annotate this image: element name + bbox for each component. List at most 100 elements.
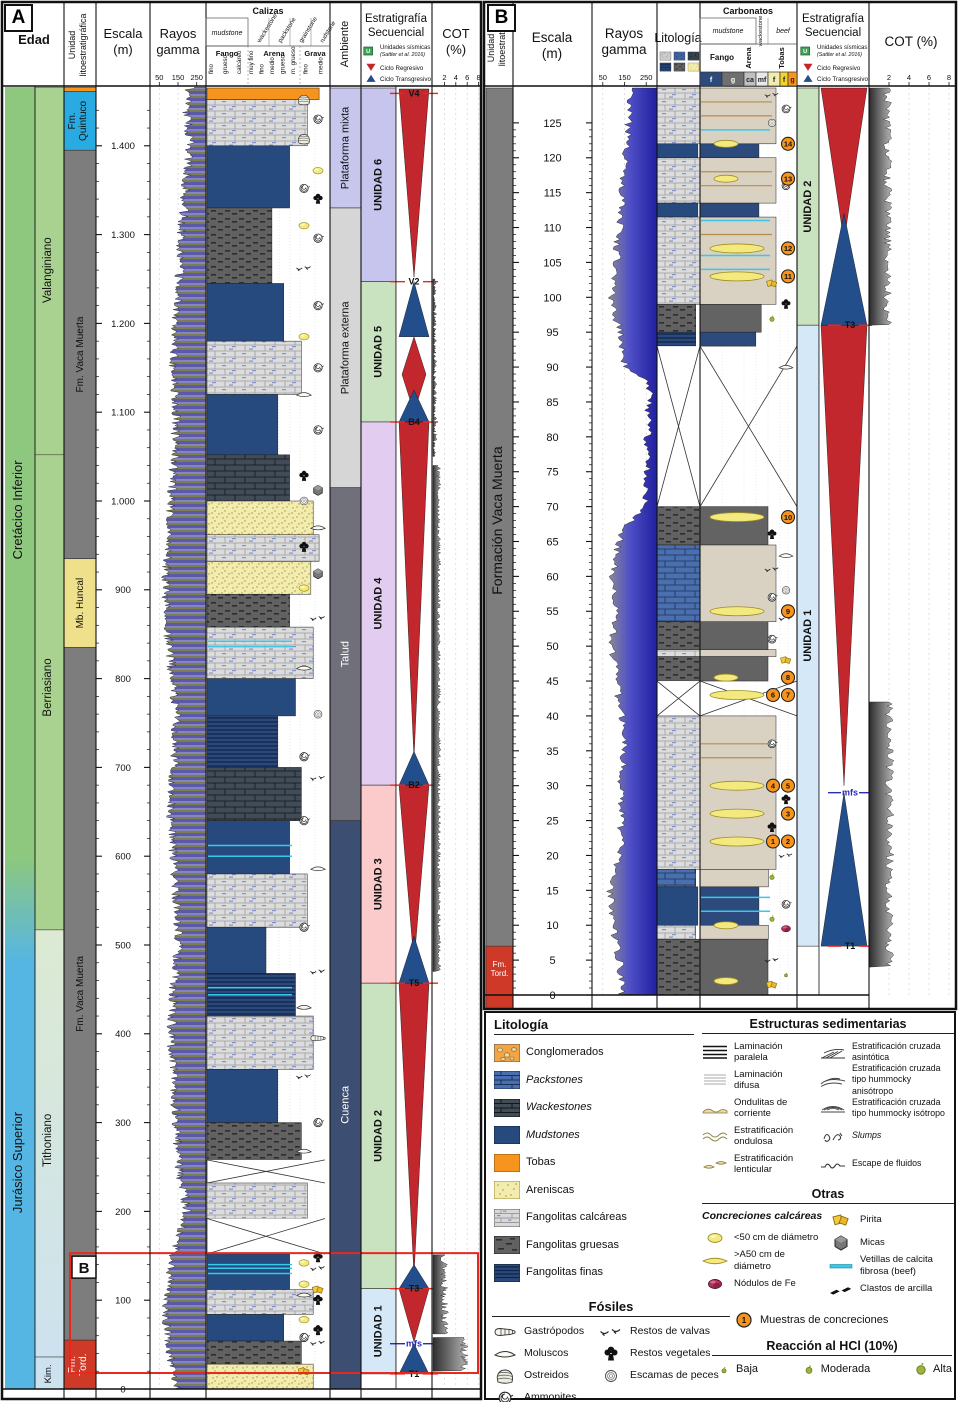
svg-text:13: 13 [784,174,792,183]
svg-text:60: 60 [546,571,558,583]
svg-text:11: 11 [784,272,792,281]
packstones-icon [494,1071,520,1090]
legend-item-label: Gastrópodos [524,1325,585,1338]
svg-text:400: 400 [115,1029,131,1040]
svg-text:Unidad: Unidad [486,34,496,63]
svg-text:gamma: gamma [601,42,647,57]
svg-text:300: 300 [115,1118,131,1129]
legend-hcl-Baja: Baja [712,1360,758,1378]
svg-text:8: 8 [786,673,790,682]
svg-text:55: 55 [546,606,558,618]
sample-circle-2: 2 [780,834,796,849]
valva-icon [296,1074,311,1080]
svg-text:800: 800 [115,674,131,685]
legend-item-nodulo: Nódulos de Fe [702,1272,828,1295]
svg-text:4: 4 [454,73,458,82]
molusco-icon [493,1351,517,1358]
legend-item-label: Pirita [860,1213,882,1225]
svg-text:900: 900 [115,585,131,596]
svg-text:Grava: Grava [304,49,326,58]
legend-item-label: Nódulos de Fe [734,1277,796,1289]
legend-item-mudstones: Mudstones [494,1122,694,1150]
svg-text:Ciclo Transgresivo: Ciclo Transgresivo [817,76,868,83]
svg-text:grainstone: grainstone [298,15,320,44]
legend-item-humm_aniso: Estratificación cruzada tipo hummocky an… [820,1063,954,1096]
vegetal-icon [299,470,309,481]
svg-text:0: 0 [120,1384,125,1395]
ciclo_reg-icon [803,63,813,71]
svg-text:Unidades sísmicas: Unidades sísmicas [817,45,867,51]
legend-item-ondulitas: Ondulitas de corriente [702,1094,820,1122]
swatch-gruesa [673,62,686,72]
svg-text:medio: medio [318,57,325,74]
svg-text:Berriasiano: Berriasiano [42,658,54,716]
legend-item-gastropodo: Gastrópodos [492,1321,598,1343]
svg-text:UNIDAD 6: UNIDAD 6 [373,159,385,211]
legend-item-slumps: Slumps [820,1122,954,1150]
legend-item-label: Restos de valvas [630,1325,710,1338]
legend-item-fang_fin: Fangolitas finas [494,1259,694,1287]
svg-text:8: 8 [477,73,481,82]
ammonite-icon [781,899,792,909]
legend-item-label: Slumps [852,1130,882,1141]
svg-text:0: 0 [549,990,555,1002]
legend-item-label: Packstones [526,1073,583,1086]
legend-item-clastos: Clastos de arcilla [828,1277,954,1300]
valva-icon [310,1340,325,1346]
conc_s-icon [298,333,310,341]
svg-text:UNIDAD 5: UNIDAD 5 [373,326,385,378]
legend-item-label: Vetillas de calcita fibrosa (beef) [860,1254,933,1277]
svg-text:m. grueso: m. grueso [290,46,297,74]
svg-text:mudstone: mudstone [212,30,243,37]
sample-circle-6: 6 [765,687,781,703]
svg-text:Tord.: Tord. [78,1353,89,1375]
svg-text:200: 200 [115,1207,131,1218]
gamma-column-b [602,87,658,996]
svg-text:14: 14 [784,140,793,149]
legend-item-label: Tobas [526,1156,556,1168]
legend-item-estrat_ond: Estratificación ondulosa [702,1122,820,1150]
svg-text:UNIDAD 3: UNIDAD 3 [373,858,385,910]
legend-item-label: Micas [860,1236,885,1248]
svg-text:f: f [773,77,776,84]
svg-text:Mb. Huncal: Mb. Huncal [75,578,86,629]
svg-text:calcáreo: calcáreo [236,50,243,74]
legend-item-label: Ostreidos [524,1369,569,1382]
ammonite-icon [767,739,778,749]
nodulo-icon [781,925,791,933]
svg-text:50: 50 [546,641,558,653]
valva-icon [310,775,325,781]
sample-circle-icon: 1 [734,1311,754,1329]
legend-item-label: Wackestones [526,1101,592,1113]
sample-circle-9: 9 [780,604,796,619]
svg-text:2: 2 [786,837,790,846]
legend-item-label: Laminación paralela [734,1040,783,1064]
svg-text:1.400: 1.400 [111,141,135,152]
molusco-icon [296,1148,312,1154]
legend-muestras-label: Muestras de concreciones [760,1314,889,1326]
legend-concreciones-title: Concreciones calcáreas [702,1210,823,1222]
conc_l-icon [702,1257,728,1264]
conc_s-icon [298,1280,310,1288]
svg-text:rudstone: rudstone [319,19,338,44]
ciclo_trans-icon [803,74,813,82]
svg-text:Formación Vaca Muerta: Formación Vaca Muerta [489,446,505,595]
valva-icon [764,958,779,963]
lam_par-icon [703,1045,727,1059]
panel-a-label: A [4,4,33,32]
svg-text:2: 2 [887,73,891,82]
legend-item-beef: Vetillas de calcita fibrosa (beef) [828,1254,954,1277]
legend-otras: Otras Concreciones calcáreas<50 cm de di… [702,1187,954,1300]
swatch-packstone [673,51,686,61]
legend-item-label: <50 cm de diámetro [734,1231,819,1243]
vegetal-icon [781,794,791,805]
legend-estructuras-title: Estructuras sedimentarias [702,1017,954,1034]
svg-text:Rayos: Rayos [160,26,197,41]
pirita-icon [311,1285,324,1294]
ammonite-icon [299,1332,310,1343]
svg-text:115: 115 [544,188,562,200]
